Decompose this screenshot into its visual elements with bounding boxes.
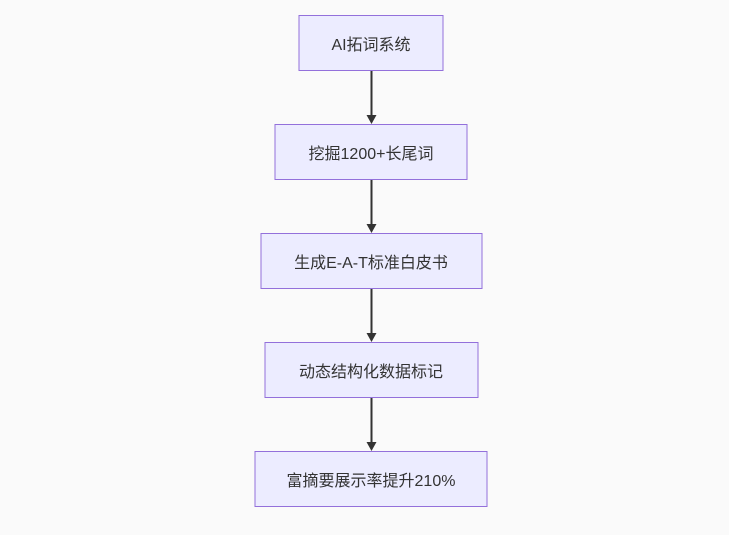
flow-node-ai-word-expansion: AI拓词系统 — [298, 15, 444, 71]
arrow-line — [370, 180, 372, 224]
arrowhead-down-icon — [366, 333, 376, 342]
flow-node-structured-data-markup: 动态结构化数据标记 — [264, 342, 478, 398]
arrowhead-down-icon — [366, 115, 376, 124]
arrow-line — [370, 398, 372, 442]
arrow-line — [370, 71, 372, 115]
flow-arrow-4-5 — [366, 398, 376, 451]
arrowhead-down-icon — [366, 442, 376, 451]
flow-node-rich-snippet-rate: 富摘要展示率提升210% — [254, 451, 488, 507]
flow-node-eat-whitepaper: 生成E-A-T标准白皮书 — [260, 233, 482, 289]
flowchart: AI拓词系统 挖掘1200+长尾词 生成E-A-T标准白皮书 动态结构化数据标记… — [254, 15, 488, 507]
arrowhead-down-icon — [366, 224, 376, 233]
flow-arrow-3-4 — [366, 289, 376, 342]
flow-arrow-1-2 — [366, 71, 376, 124]
flow-arrow-2-3 — [366, 180, 376, 233]
flow-node-longtail-keywords: 挖掘1200+长尾词 — [274, 124, 468, 180]
arrow-line — [370, 289, 372, 333]
